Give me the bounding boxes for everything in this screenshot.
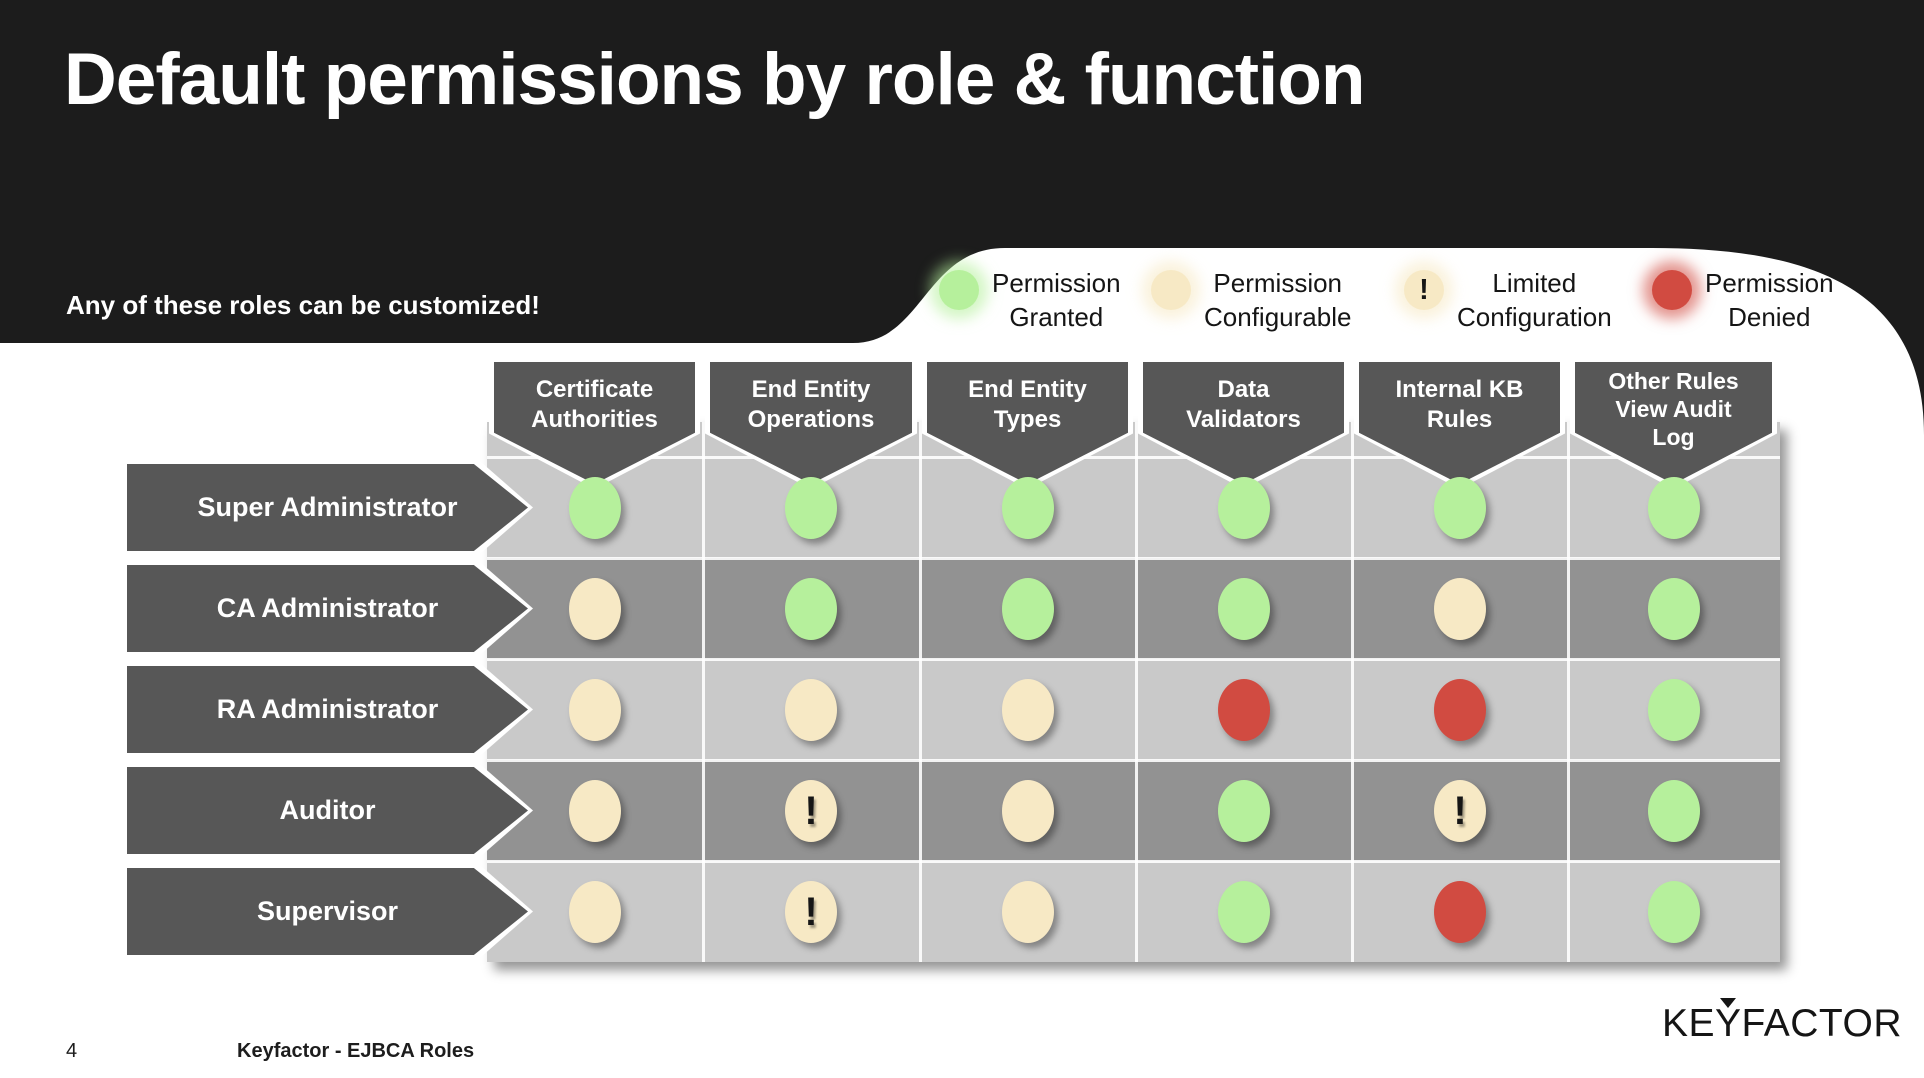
cell-ca-administrator-end-entity-operations-granted-icon bbox=[785, 578, 837, 640]
cell-ra-administrator-data-validators-denied-icon bbox=[1218, 679, 1270, 741]
row-header-ca-administrator: CA Administrator bbox=[122, 560, 533, 657]
row-header-label: Super Administrator bbox=[127, 464, 528, 551]
cell-ra-administrator-end-entity-operations-configurable-icon bbox=[785, 679, 837, 741]
grid-row-line bbox=[487, 860, 1780, 863]
cell-auditor-internal-kb-rules-limited-icon: ! bbox=[1434, 780, 1486, 842]
limited-icon: ! bbox=[1404, 270, 1444, 310]
grid-row-line bbox=[487, 557, 1780, 560]
grid-row-line bbox=[487, 759, 1780, 762]
column-header-line: Validators bbox=[1186, 406, 1301, 433]
row-header-super-administrator: Super Administrator bbox=[122, 459, 533, 556]
logo-text-post: FACTOR bbox=[1741, 1002, 1903, 1045]
cell-auditor-end-entity-types-configurable-icon bbox=[1002, 780, 1054, 842]
denied-icon bbox=[1652, 270, 1692, 310]
cell-auditor-data-validators-granted-icon bbox=[1218, 780, 1270, 842]
cell-auditor-end-entity-operations-limited-icon: ! bbox=[785, 780, 837, 842]
logo-text-pre: KE bbox=[1662, 1002, 1716, 1045]
row-header-auditor: Auditor bbox=[122, 762, 533, 859]
grid-column-line bbox=[1567, 422, 1570, 962]
cell-ca-administrator-certificate-authorities-configurable-icon bbox=[569, 578, 621, 640]
row-header-supervisor: Supervisor bbox=[122, 863, 533, 960]
legend-label-line: Permission bbox=[1213, 268, 1343, 298]
cell-supervisor-data-validators-granted-icon bbox=[1218, 881, 1270, 943]
cell-ra-administrator-other-rules-view-audit-log-granted-icon bbox=[1648, 679, 1700, 741]
column-header-line: Types bbox=[993, 406, 1062, 433]
cell-supervisor-end-entity-operations-limited-icon: ! bbox=[785, 881, 837, 943]
row-header-label: RA Administrator bbox=[127, 666, 528, 753]
column-header-line: Internal KB bbox=[1395, 376, 1524, 403]
cell-ca-administrator-internal-kb-rules-configurable-icon bbox=[1434, 578, 1486, 640]
grid-column-line bbox=[1351, 422, 1354, 962]
keyfactor-logo: KE Y FACTOR bbox=[1662, 1002, 1902, 1046]
cell-super-administrator-end-entity-types-granted-icon bbox=[1002, 477, 1054, 539]
legend-label-line: Permission bbox=[992, 268, 1121, 298]
cell-supervisor-other-rules-view-audit-log-granted-icon bbox=[1648, 881, 1700, 943]
cell-ca-administrator-other-rules-view-audit-log-granted-icon bbox=[1648, 578, 1700, 640]
row-header-ra-administrator: RA Administrator bbox=[122, 661, 533, 758]
column-header-line: End Entity bbox=[751, 376, 871, 403]
cell-auditor-other-rules-view-audit-log-granted-icon bbox=[1648, 780, 1700, 842]
cell-ra-administrator-internal-kb-rules-denied-icon bbox=[1434, 679, 1486, 741]
grid-column-line bbox=[1135, 422, 1138, 962]
column-header-line: Log bbox=[1652, 424, 1695, 450]
page-number: 4 bbox=[66, 1040, 78, 1062]
grid-row-line bbox=[487, 658, 1780, 661]
legend-label-line: Limited bbox=[1492, 268, 1577, 298]
column-header-line: View Audit bbox=[1615, 396, 1732, 422]
cell-super-administrator-data-validators-granted-icon bbox=[1218, 477, 1270, 539]
column-header-line: Operations bbox=[747, 406, 875, 433]
cell-supervisor-certificate-authorities-configurable-icon bbox=[569, 881, 621, 943]
legend-label-line: Permission bbox=[1705, 268, 1834, 298]
legend-label-line: Denied bbox=[1728, 302, 1811, 332]
cell-super-administrator-internal-kb-rules-granted-icon bbox=[1434, 477, 1486, 539]
legend-label-line: Configuration bbox=[1457, 302, 1612, 332]
row-band-dark bbox=[487, 760, 1780, 861]
footer-label: Keyfactor - EJBCA Roles bbox=[237, 1040, 475, 1062]
legend-label-line: Granted bbox=[1009, 302, 1104, 332]
column-header-line: Other Rules bbox=[1608, 368, 1739, 394]
row-band-dark bbox=[487, 558, 1780, 659]
configurable-icon bbox=[1151, 270, 1191, 310]
row-header-label: Auditor bbox=[127, 767, 528, 854]
logo-caret-icon: Y bbox=[1715, 1002, 1742, 1045]
cell-ca-administrator-data-validators-granted-icon bbox=[1218, 578, 1270, 640]
grid-column-line bbox=[702, 422, 705, 962]
cell-super-administrator-other-rules-view-audit-log-granted-icon bbox=[1648, 477, 1700, 539]
row-header-label: CA Administrator bbox=[127, 565, 528, 652]
page-title: Default permissions by role & function bbox=[64, 39, 1366, 120]
subtitle-note: Any of these roles can be customized! bbox=[66, 290, 540, 320]
cell-ra-administrator-end-entity-types-configurable-icon bbox=[1002, 679, 1054, 741]
column-header-line: Data bbox=[1217, 376, 1270, 403]
granted-icon bbox=[939, 270, 979, 310]
row-header-label: Supervisor bbox=[127, 868, 528, 955]
grid-column-line bbox=[919, 422, 922, 962]
cell-ca-administrator-end-entity-types-granted-icon bbox=[1002, 578, 1054, 640]
grid-row-line bbox=[487, 456, 1780, 459]
cell-auditor-certificate-authorities-configurable-icon bbox=[569, 780, 621, 842]
cell-super-administrator-certificate-authorities-granted-icon bbox=[569, 477, 621, 539]
permissions-grid bbox=[487, 422, 1780, 962]
cell-supervisor-internal-kb-rules-denied-icon bbox=[1434, 881, 1486, 943]
column-header-line: Authorities bbox=[531, 406, 658, 433]
cell-ra-administrator-certificate-authorities-configurable-icon bbox=[569, 679, 621, 741]
legend-label-line: Configurable bbox=[1204, 302, 1352, 332]
cell-supervisor-end-entity-types-configurable-icon bbox=[1002, 881, 1054, 943]
column-header-line: End Entity bbox=[968, 376, 1087, 403]
column-header-line: Rules bbox=[1426, 406, 1493, 433]
column-header-line: Certificate bbox=[535, 376, 654, 403]
cell-super-administrator-end-entity-operations-granted-icon bbox=[785, 477, 837, 539]
